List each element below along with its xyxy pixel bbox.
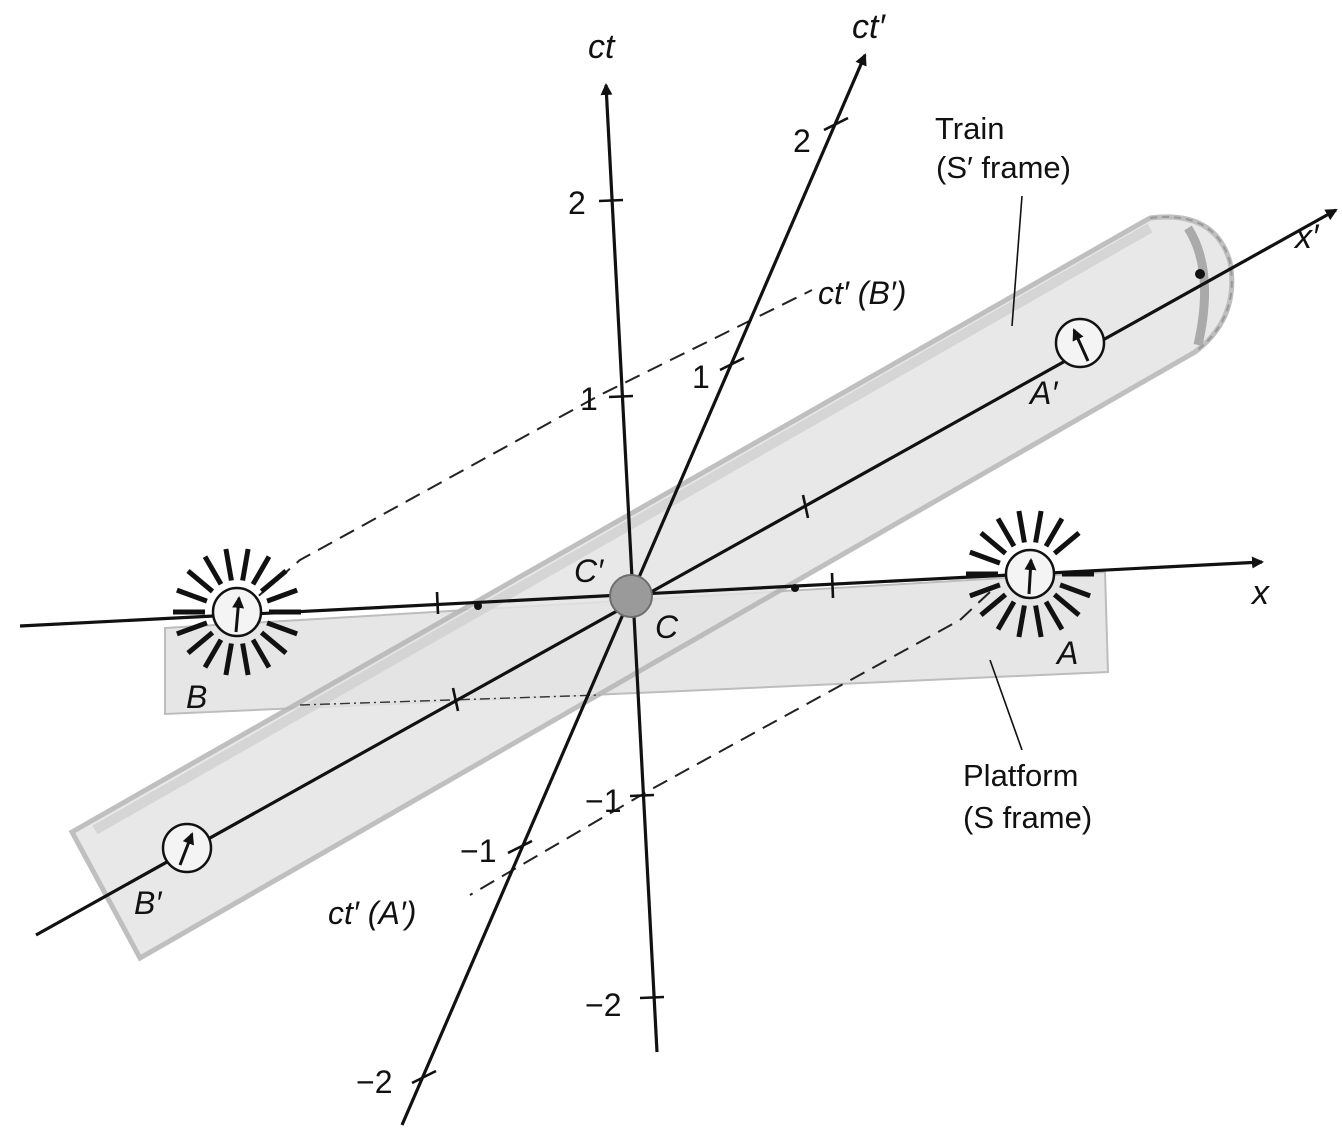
clock-a-prime: [1054, 317, 1106, 369]
flash-ray: [223, 643, 234, 676]
flash-ray: [186, 630, 215, 656]
clock-a: [1004, 548, 1056, 600]
ctp-tick-label-1: 1: [692, 359, 710, 395]
flash-ray: [259, 630, 288, 656]
train-caption-line1: Train: [935, 111, 1004, 146]
ctp-tick-label-m1: −1: [460, 833, 496, 869]
ctp-tick-2: [823, 116, 849, 132]
xp-axis-dot: [1195, 269, 1205, 279]
x-axis-dot-left: [474, 602, 482, 610]
x-axis-dot-right: [791, 584, 799, 592]
flash-ray: [240, 643, 251, 676]
ct-tick-1: [608, 394, 634, 399]
worldline-a-prime-label: ct′ (A′): [328, 895, 416, 931]
flash-ray: [979, 530, 1008, 556]
event-a-label: A: [1055, 635, 1078, 671]
flash-ray: [1016, 605, 1027, 638]
flash-ray: [176, 620, 208, 637]
clock-b-prime: [161, 822, 213, 874]
ct-tick-m2: [639, 995, 665, 1000]
platform-caption-line1: Platform: [963, 758, 1078, 793]
ctp-tick-m1: [507, 839, 533, 855]
flash-ray: [995, 517, 1017, 548]
flash-ray: [969, 549, 1001, 566]
ctp-tick-m2: [411, 1069, 437, 1085]
train-body: [68, 214, 1235, 962]
flash-ray: [259, 568, 288, 594]
clock-b: [211, 586, 263, 638]
x-prime-axis: [35, 208, 1338, 937]
ct-prime-axis-label: ct′: [852, 8, 886, 46]
flash-ray: [240, 548, 251, 581]
flash-ray: [202, 555, 224, 586]
flash-ray: [202, 638, 224, 669]
flash-ray: [995, 600, 1017, 631]
x-tick-minus: [435, 591, 440, 615]
flash-ray: [250, 638, 272, 669]
ctp-tick-1: [719, 356, 745, 372]
ct-axis-label: ct: [588, 28, 616, 66]
ct-tick-label-m1: −1: [585, 783, 621, 819]
event-c-marker: [609, 574, 653, 618]
flash-ray: [250, 555, 272, 586]
xp-tick-plus: [801, 494, 810, 519]
platform-leader-line: [989, 659, 1023, 751]
event-b-prime-label: B′: [134, 885, 162, 921]
ct-axis: [600, 83, 659, 1053]
flash-rays-b: [173, 548, 301, 676]
flash-ray: [1052, 530, 1081, 556]
ct-tick-m1: [629, 793, 655, 798]
event-a-prime-label: A′: [1028, 375, 1058, 411]
xp-tick-minus: [451, 687, 460, 712]
train-caption-line2: (S′ frame): [936, 150, 1071, 185]
flash-ray: [1033, 510, 1044, 543]
flash-ray: [1043, 517, 1065, 548]
flash-ray: [1059, 582, 1091, 599]
ctp-tick-label-2: 2: [793, 123, 811, 159]
flash-ray: [176, 587, 208, 604]
worldline-b-prime-label: ct′ (B′): [818, 275, 906, 311]
flash-ray: [1033, 605, 1044, 638]
flash-ray: [1043, 600, 1065, 631]
platform-caption-line2: (S frame): [963, 800, 1092, 835]
x-tick-plus: [830, 572, 835, 599]
ct-tick-label-m2: −2: [585, 987, 621, 1023]
flash-ray: [223, 548, 234, 581]
flash-ray: [1016, 510, 1027, 543]
flash-ray: [969, 582, 1001, 599]
flash-ray: [186, 568, 215, 594]
flash-ray: [1052, 592, 1081, 618]
x-axis-label: x: [1250, 574, 1270, 612]
x-prime-axis-label: x′: [1293, 218, 1320, 256]
ct-tick-label-2: 2: [568, 185, 586, 221]
flash-ray: [979, 592, 1008, 618]
event-b-label: B: [186, 679, 207, 715]
flash-ray: [266, 587, 298, 604]
ctp-tick-label-m2: −2: [356, 1064, 392, 1100]
ct-tick-2: [598, 198, 624, 203]
flash-ray: [266, 620, 298, 637]
ct-tick-label-1: 1: [580, 381, 598, 417]
flash-rays-a: [966, 510, 1094, 638]
train-leader-line: [1011, 195, 1023, 327]
event-c-prime-label: C′: [574, 553, 604, 589]
event-c-label: C: [655, 609, 679, 645]
